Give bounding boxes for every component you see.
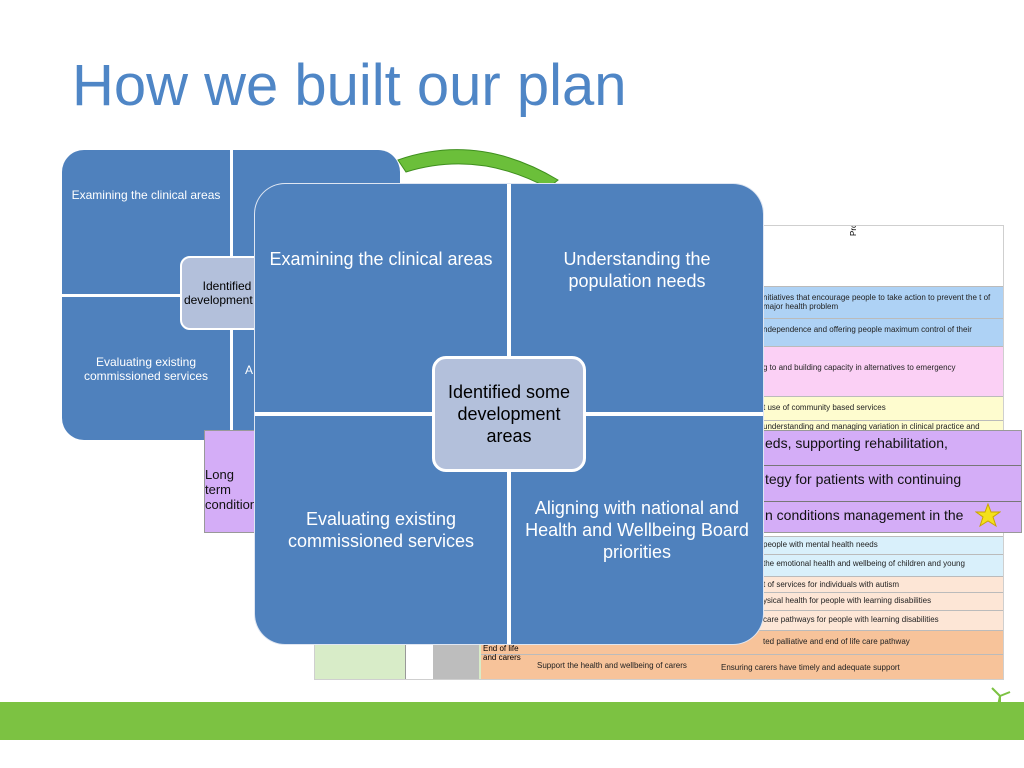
long-term-line: n conditions management in the — [765, 507, 964, 523]
back-quadrant-aligning-label: A — [245, 363, 254, 377]
long-term-label: Long term conditions — [205, 467, 264, 512]
slide-title: How we built our plan — [72, 53, 627, 118]
long-term-line: tegy for patients with continuing — [765, 471, 962, 487]
skyline-icon — [770, 687, 1011, 740]
table-header: Programme — [849, 226, 858, 236]
star-icon — [975, 503, 1001, 528]
long-term-line: eds, supporting rehabilitation, — [765, 435, 948, 451]
center-development-areas: Identified some development areas — [432, 356, 586, 472]
back-quadrant-evaluating: Evaluating existing commissioned service… — [62, 297, 230, 440]
table-label-end-of-life: End of life and carers — [483, 644, 521, 662]
back-quadrant-clinical: Examining the clinical areas — [62, 150, 230, 294]
